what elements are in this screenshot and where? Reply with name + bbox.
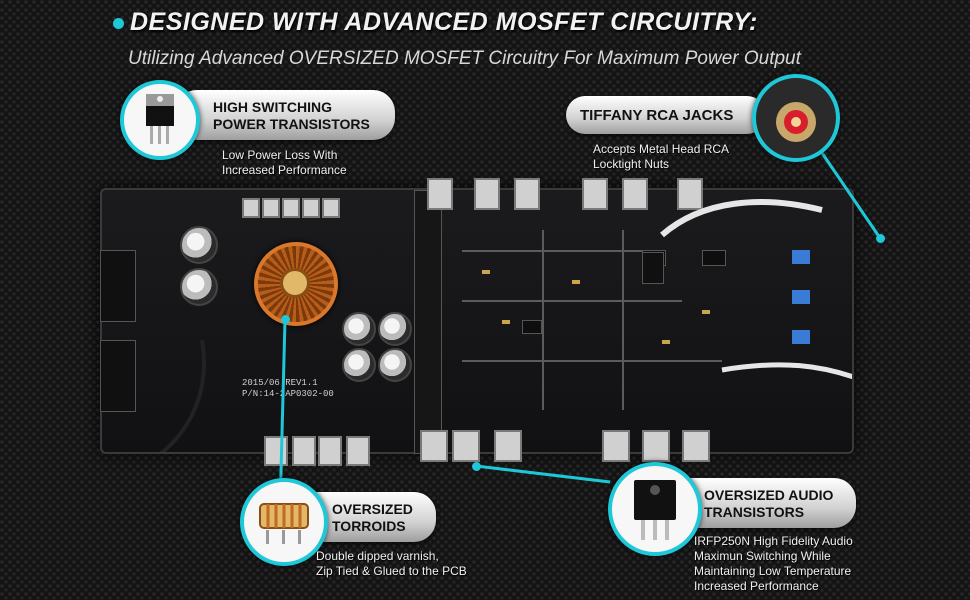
switching-desc-line2: Increased Performance: [222, 163, 347, 177]
pcb-trace: [622, 230, 624, 410]
output-transistor: [420, 430, 448, 462]
audio-title-line1: OVERSIZED AUDIO: [704, 487, 834, 503]
toroids-title-line2: TORROIDS: [332, 518, 406, 534]
gain-potentiometer: [792, 330, 810, 344]
output-transistor: [622, 178, 648, 210]
toroids-title-line1: OVERSIZED: [332, 501, 413, 517]
switching-title-line2: POWER TRANSISTORS: [213, 116, 370, 132]
output-transistor: [474, 178, 500, 210]
subheadline: Utilizing Advanced OVERSIZED MOSFET Circ…: [128, 48, 801, 69]
toroids-description: Double dipped varnish, Zip Tied & Glued …: [316, 549, 467, 579]
rca-desc-line1: Accepts Metal Head RCA: [593, 142, 730, 156]
output-transistor: [452, 430, 480, 462]
capacitor: [378, 348, 412, 382]
to247-transistor-icon: [634, 480, 676, 540]
output-transistor: [427, 178, 453, 210]
capacitor: [378, 312, 412, 346]
output-transistor: [682, 430, 710, 462]
rca-badge: [752, 74, 840, 162]
switching-transistor: [346, 436, 370, 466]
rca-desc-line2: Locktight Nuts: [593, 157, 670, 171]
toroids-desc-line1: Double dipped varnish,: [316, 549, 439, 563]
headline-bullet-icon: [113, 18, 124, 29]
ic-chip: [522, 320, 542, 334]
gain-potentiometer: [792, 290, 810, 304]
capacitor: [342, 348, 376, 382]
switching-transistor: [318, 436, 342, 466]
power-terminal: [100, 250, 136, 322]
headline-text: DESIGNED WITH ADVANCED MOSFET CIRCUITRY:: [130, 8, 758, 36]
pcb-mark-line2: P/N:14-2AP0302-00: [242, 389, 334, 399]
heatsink-strip: [414, 190, 442, 454]
ic-chip: [702, 250, 726, 266]
rca-title: TIFFANY RCA JACKS: [580, 107, 734, 124]
smd-resistor: [572, 280, 580, 284]
output-transistor: [494, 430, 522, 462]
output-transistor: [602, 430, 630, 462]
switching-transistor: [282, 198, 300, 218]
amplifier-pcb-image: 2015/06 REV1.1 P/N:14-2AP0302-00: [100, 178, 854, 466]
smd-resistor: [482, 270, 490, 274]
toroid-pointer-dot: [281, 315, 290, 324]
audio-transistor-pointer-dot: [472, 462, 481, 471]
toroids-desc-line2: Zip Tied & Glued to the PCB: [316, 564, 467, 578]
capacitor: [180, 268, 218, 306]
output-transistor: [582, 178, 608, 210]
pcb-revision-mark: 2015/06 REV1.1 P/N:14-2AP0302-00: [242, 378, 334, 400]
toroid-coil: [254, 242, 338, 326]
rca-pointer-dot: [876, 234, 885, 243]
smd-resistor: [702, 310, 710, 314]
switching-description: Low Power Loss With Increased Performanc…: [222, 148, 347, 178]
speaker-terminal: [100, 340, 136, 412]
pcb-mark-line1: 2015/06 REV1.1: [242, 378, 318, 388]
audio-badge: [608, 462, 702, 556]
switching-transistor: [292, 436, 316, 466]
capacitor: [342, 312, 376, 346]
switching-transistor: [262, 198, 280, 218]
output-transistor: [677, 178, 703, 210]
toroid-coil-icon: [259, 503, 309, 544]
to220-transistor-icon: [146, 94, 174, 144]
switching-transistor: [264, 436, 288, 466]
smd-resistor: [502, 320, 510, 324]
switching-transistor: [322, 198, 340, 218]
toroids-badge: [240, 478, 328, 566]
smd-resistor: [662, 340, 670, 344]
audio-desc-line2: Maximun Switching While: [694, 549, 831, 563]
switching-desc-line1: Low Power Loss With: [222, 148, 338, 162]
audio-title-line2: TRANSISTORS: [704, 504, 805, 520]
switching-title-line1: HIGH SWITCHING: [213, 99, 332, 115]
pcb-trace: [462, 360, 722, 362]
audio-desc-line4: Increased Performance: [694, 579, 819, 593]
pcb-trace: [542, 230, 544, 410]
output-transistor: [514, 178, 540, 210]
wiring: [159, 199, 852, 452]
audio-description: IRFP250N High Fidelity Audio Maximun Swi…: [694, 534, 853, 594]
audio-desc-line1: IRFP250N High Fidelity Audio: [694, 534, 853, 548]
connector: [642, 252, 664, 284]
pcb-trace: [462, 250, 662, 252]
pcb-trace: [462, 300, 682, 302]
gain-potentiometer: [792, 250, 810, 264]
switching-badge: [120, 80, 200, 160]
rca-jack-icon: [776, 102, 816, 142]
rca-title-pill: TIFFANY RCA JACKS: [566, 96, 766, 134]
output-transistor: [642, 430, 670, 462]
audio-desc-line3: Maintaining Low Temperature: [694, 564, 852, 578]
switching-transistor: [302, 198, 320, 218]
rca-description: Accepts Metal Head RCA Locktight Nuts: [593, 142, 729, 172]
switching-title-pill: HIGH SWITCHING POWER TRANSISTORS: [175, 90, 395, 140]
capacitor: [180, 226, 218, 264]
switching-transistor: [242, 198, 260, 218]
